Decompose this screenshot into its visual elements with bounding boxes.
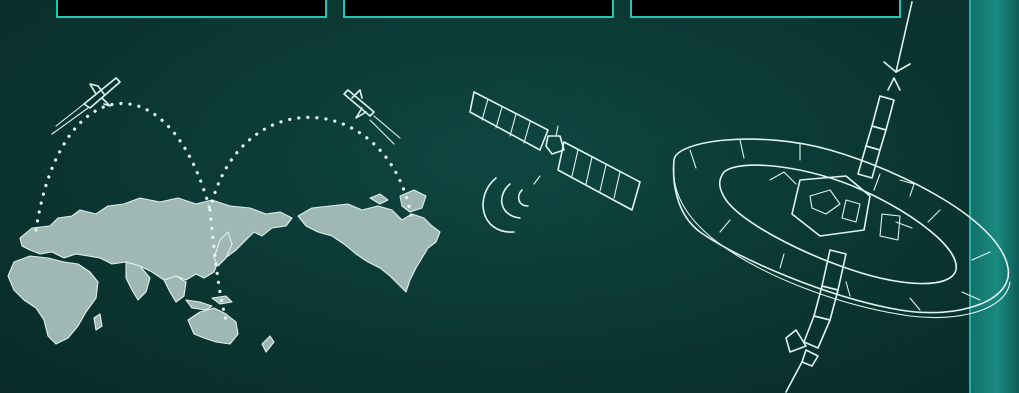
- satellite-illustration: [470, 92, 640, 232]
- africa-landmass: [8, 256, 98, 344]
- signal-wave-2: [502, 184, 520, 218]
- southeast-asia-landmass: [164, 276, 186, 302]
- station-ring-outer: [674, 139, 1009, 312]
- flight-arc-right: [210, 117, 412, 220]
- satellite-panel-left: [470, 92, 548, 150]
- station-lower-spindle: [822, 250, 846, 290]
- signal-wave-3: [483, 178, 514, 232]
- indonesia-islands: [186, 300, 212, 310]
- australia-landmass: [188, 308, 238, 344]
- madagascar-landmass: [94, 314, 102, 330]
- jet-left-icon: [52, 78, 120, 134]
- satellite-panel-right: [558, 142, 640, 210]
- north-america-landmass: [298, 204, 440, 292]
- station-hub: [792, 176, 870, 236]
- signal-wave-1: [519, 190, 528, 206]
- station-upper-spindle: [872, 96, 894, 130]
- arctic-islands: [370, 194, 388, 204]
- space-station-illustration: [674, 2, 1010, 392]
- jet-right-icon: [344, 90, 400, 144]
- world-map-illustration: [8, 78, 440, 352]
- greenland-landmass: [400, 190, 426, 212]
- new-zealand: [262, 336, 274, 352]
- station-antenna: [896, 2, 912, 72]
